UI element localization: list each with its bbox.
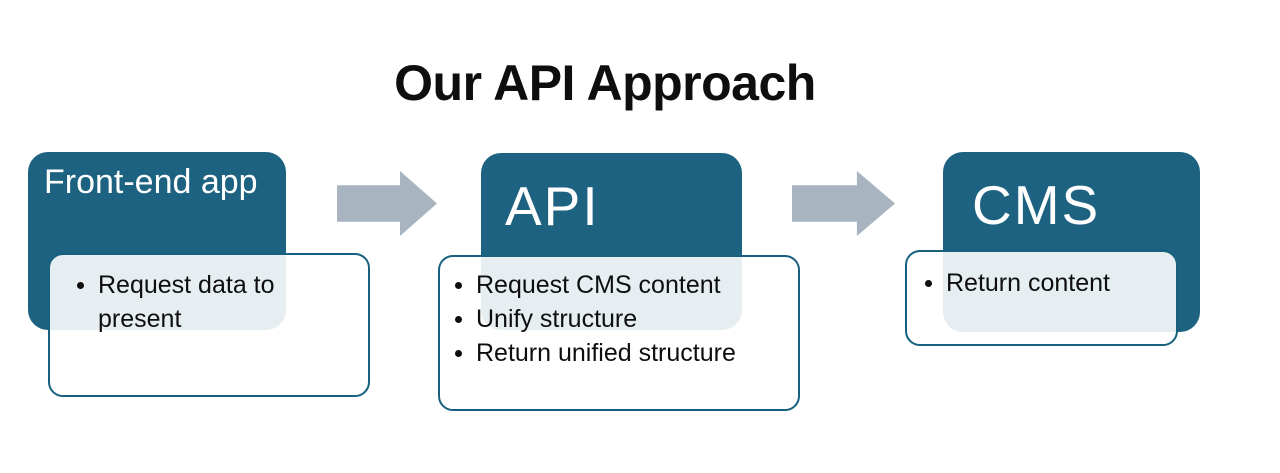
node-cms-detail-card bbox=[905, 250, 1178, 346]
bullet-item: Request CMS content bbox=[454, 268, 790, 302]
flow-arrow-icon bbox=[337, 171, 437, 236]
flow-arrow-icon bbox=[792, 171, 895, 236]
node-api-header-label: API bbox=[505, 175, 600, 237]
node-frontend-header-label: Front-end app bbox=[44, 163, 258, 201]
node-api-bullet-list: Request CMS content Unify structure Retu… bbox=[454, 268, 790, 370]
bullet-item: Request data to present bbox=[76, 268, 280, 336]
node-api-detail-card bbox=[438, 255, 800, 411]
node-cms-header-label: CMS bbox=[972, 174, 1101, 236]
slide-title: Our API Approach bbox=[394, 55, 816, 111]
node-cms-bullet-list: Return content bbox=[924, 266, 1164, 300]
node-frontend-detail-card bbox=[48, 253, 370, 397]
bullet-item: Return unified structure bbox=[454, 336, 790, 370]
node-frontend-bullet-list: Request data to present bbox=[76, 268, 280, 336]
bullet-item: Return content bbox=[924, 266, 1164, 300]
bullet-item: Unify structure bbox=[454, 302, 790, 336]
